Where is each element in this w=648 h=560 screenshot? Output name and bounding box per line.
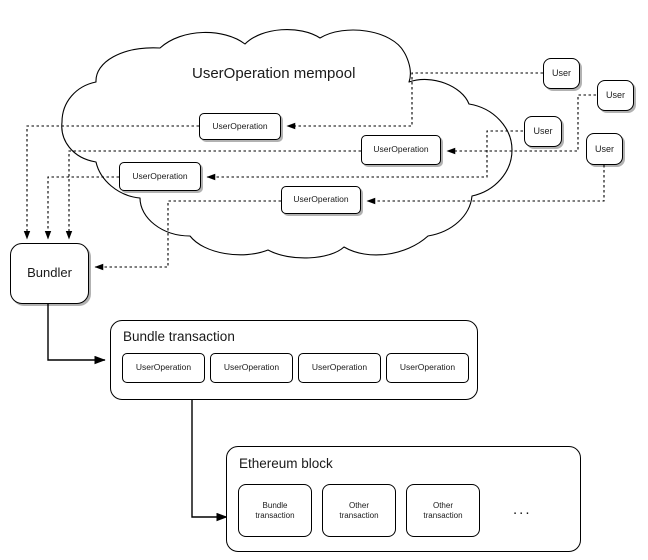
block-tx-other-1-line2: transaction [339,510,379,520]
bundle-userop-1[interactable]: UserOperation [122,353,205,383]
block-tx-other-2-line2: transaction [423,510,463,520]
user-node-4[interactable]: User [586,133,623,165]
edge-user1-to-userop1 [286,72,543,130]
user-node-3[interactable]: User [524,116,562,147]
edge-user2-to-userop2 [446,94,596,155]
bundle-userop-2[interactable]: UserOperation [210,353,293,383]
user-node-2[interactable]: User [597,80,634,111]
bundle-transaction-container[interactable]: Bundle transaction UserOperation UserOpe… [110,320,478,400]
bundle-transaction-title: Bundle transaction [123,329,235,344]
bundle-userop-4[interactable]: UserOperation [386,353,469,383]
edge-user4-to-userop4 [366,165,605,205]
block-tx-bundle[interactable]: Bundle transaction [238,484,312,537]
block-tx-other-1[interactable]: Other transaction [322,484,396,537]
mempool-userop-2[interactable]: UserOperation [361,135,441,165]
block-tx-bundle-line1: Bundle [262,501,288,511]
block-overflow-ellipsis: ... [513,501,532,518]
edge-user3-to-userop3 [206,130,523,181]
edge-userop4-to-bundler [94,200,281,271]
mempool-title: UserOperation mempool [192,65,356,82]
ethereum-block-container[interactable]: Ethereum block Bundle transaction Other … [226,446,581,552]
block-tx-other-2-line1: Other [432,501,453,511]
mempool-userop-4[interactable]: UserOperation [281,186,361,214]
block-tx-other-2[interactable]: Other transaction [406,484,480,537]
edge-userop3-to-bundler [44,176,119,240]
edge-bundler-to-bundle-transaction [47,304,106,365]
block-tx-bundle-line2: transaction [255,510,295,520]
edge-bundle-transaction-to-block [191,400,228,522]
edge-userop1-to-bundler [23,125,199,240]
mempool-userop-3[interactable]: UserOperation [119,162,201,191]
edge-userop2-to-bundler [65,150,361,240]
user-node-1[interactable]: User [543,58,580,89]
block-tx-other-1-line1: Other [348,501,369,511]
bundler-node[interactable]: Bundler [10,243,89,304]
mempool-cloud-outline [61,29,513,259]
bundle-userop-3[interactable]: UserOperation [298,353,381,383]
mempool-userop-1[interactable]: UserOperation [199,113,281,140]
ethereum-block-title: Ethereum block [239,456,333,471]
